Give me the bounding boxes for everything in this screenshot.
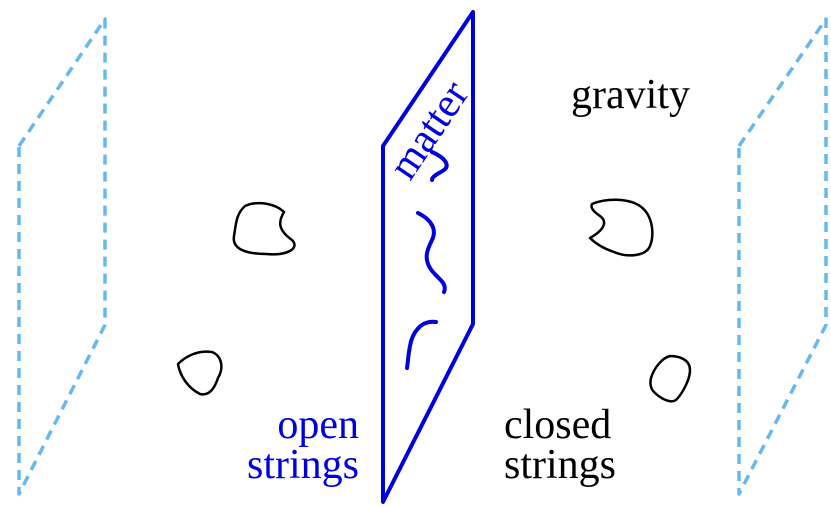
right-ghost-brane — [737, 17, 828, 496]
open-strings-label-line1: open — [277, 402, 359, 448]
open-string-1 — [430, 150, 449, 182]
closed-string-right-lower — [649, 354, 692, 403]
gravity-label: gravity — [571, 72, 690, 118]
closed-string-left-upper — [232, 201, 296, 256]
central-brane — [381, 10, 475, 504]
open-strings-label-line2: strings — [247, 442, 359, 488]
left-ghost-brane — [17, 17, 107, 496]
closed-string-left-lower — [176, 350, 223, 396]
closed-string-right-upper — [588, 198, 654, 257]
closed-strings-label-line1: closed — [504, 402, 611, 448]
open-string-2 — [416, 211, 447, 294]
open-string-3 — [405, 319, 438, 370]
closed-strings-label-line2: strings — [504, 442, 616, 488]
